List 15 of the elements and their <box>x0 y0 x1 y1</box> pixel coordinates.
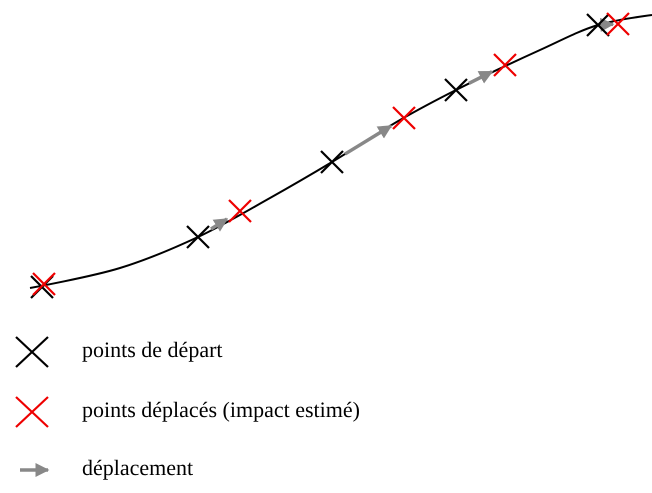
displaced-point-cross <box>391 105 417 131</box>
start-point-cross <box>443 77 469 103</box>
displacement-arrow <box>344 124 392 156</box>
legend-text: déplacement <box>82 455 194 481</box>
displacement-arrow <box>600 18 614 32</box>
legend-text: points déplacés (impact estimé) <box>82 397 360 423</box>
start-point-cross <box>585 12 611 38</box>
displacement-arrow <box>210 218 228 232</box>
displaced-point-cross <box>227 198 253 224</box>
legend-text: points de départ <box>82 337 223 363</box>
displaced-point-cross <box>492 52 518 78</box>
displaced-point-cross <box>605 11 631 37</box>
start-point-cross <box>319 149 345 175</box>
displacement-arrow <box>468 70 494 85</box>
start-point-cross <box>185 224 211 250</box>
